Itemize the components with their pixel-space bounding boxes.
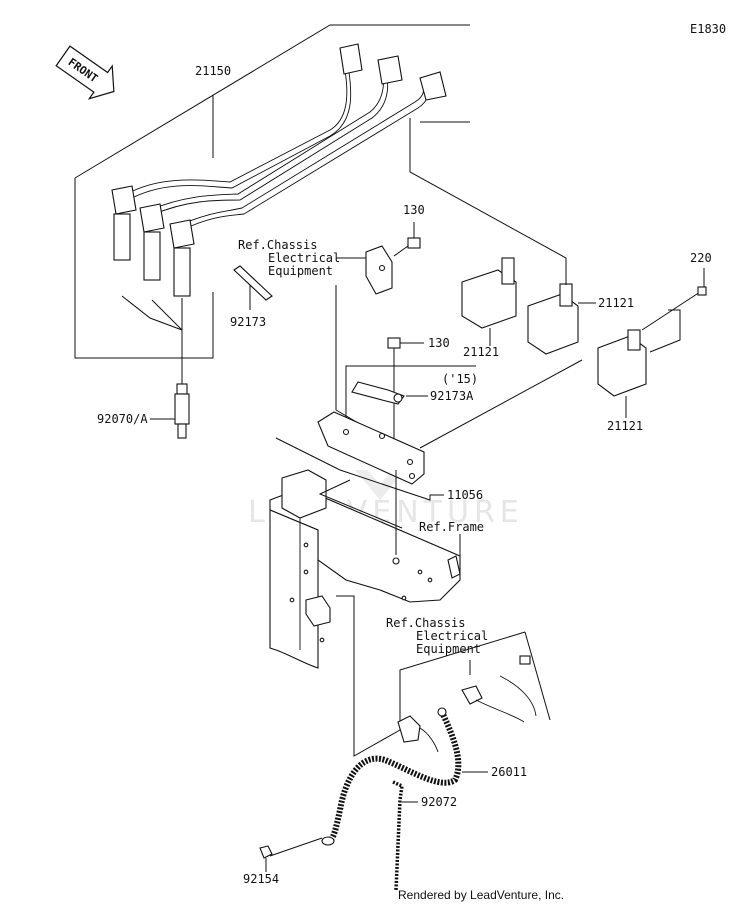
part-92154-label: 92154	[243, 872, 279, 886]
ref-chassis-bottom-line2: Electrical	[416, 629, 488, 643]
part-92072-label: 92072	[421, 795, 457, 809]
part-92173A-label: 92173A	[430, 389, 474, 403]
part-220-label: 220	[690, 251, 712, 265]
frame: Ref.Frame	[269, 469, 484, 757]
ref-chassis-top: Ref.Chassis Electrical Equipment	[238, 238, 393, 425]
tie-band-92072: 92072	[392, 780, 457, 891]
strap-92173: 92173	[230, 265, 273, 329]
part-26011-label: 26011	[491, 765, 527, 779]
credit-text: Rendered by LeadVenture, Inc.	[398, 888, 564, 902]
bracket-11056: 11056	[275, 411, 483, 502]
front-arrow-icon: FRONT	[55, 45, 115, 100]
ref-chassis-bottom-line1: Ref.Chassis	[386, 616, 465, 630]
ref-chassis-top-line2: Electrical	[268, 251, 340, 265]
part-130-top-label: 130	[403, 203, 425, 217]
spark-plug: 92070/A	[97, 383, 190, 439]
part-21150-label: 21150	[195, 64, 231, 78]
ignition-coil-2: 21121	[409, 118, 634, 355]
ref-chassis-bottom: Ref.Chassis Electrical Equipment	[386, 616, 551, 753]
ref-chassis-top-line1: Ref.Chassis	[238, 238, 317, 252]
ground-cable-26011: 26011	[321, 707, 527, 846]
part-21121-a-label: 21121	[463, 345, 499, 359]
ignition-coil-1: 21121	[461, 257, 517, 359]
ref-chassis-bottom-line3: Equipment	[416, 642, 481, 656]
part-21121-c-label: 21121	[607, 419, 643, 433]
bolt-130-top: 130	[393, 203, 425, 257]
bolt-220: 220	[641, 251, 712, 353]
plate-92173A: ('15) 92173A	[345, 365, 478, 418]
ignition-coil-3: 21121	[419, 329, 647, 449]
part-11056-label: 11056	[447, 488, 483, 502]
diagram-code: E1830	[690, 22, 726, 36]
ref-chassis-top-line3: Equipment	[268, 264, 333, 278]
part-92173-label: 92173	[230, 315, 266, 329]
part-130-mid-label: 130	[428, 336, 450, 350]
part-21121-b-label: 21121	[598, 296, 634, 310]
spark-plug-lead-group: 21150	[74, 24, 470, 384]
bolt-92154: 92154	[243, 837, 323, 886]
part-92173A-year: ('15)	[442, 372, 478, 386]
part-92070A-label: 92070/A	[97, 412, 148, 426]
ref-frame-label: Ref.Frame	[419, 520, 484, 534]
